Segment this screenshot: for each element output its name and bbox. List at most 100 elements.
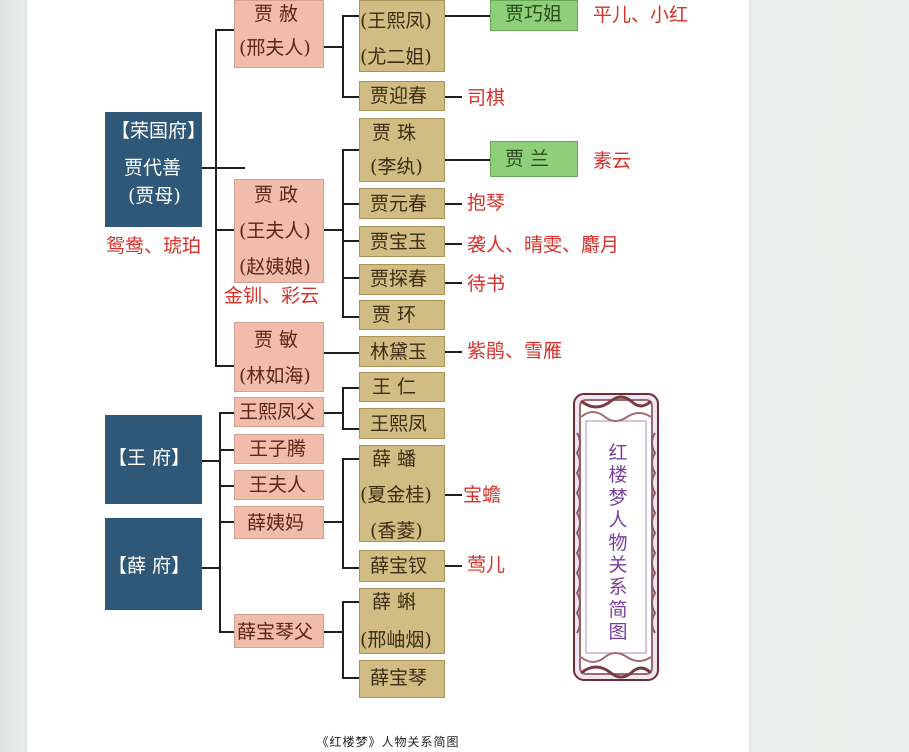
person-name: (贾母) <box>128 185 181 207</box>
person-name: 贾代善 <box>124 157 182 179</box>
connector-line <box>219 412 221 522</box>
connector-line <box>215 29 217 366</box>
connector-line <box>342 387 344 429</box>
servant-label: 平儿、小红 <box>593 4 689 26</box>
person-jia-lan: 贾 兰 <box>490 141 578 177</box>
connector-line <box>342 316 359 318</box>
person-lin-daiyu: 林黛玉 <box>359 336 445 367</box>
connector-line <box>445 96 462 98</box>
person-name: 薛 蝌 <box>372 591 417 613</box>
person-name: 王 仁 <box>372 376 417 398</box>
servant-label: 抱琴 <box>467 192 506 214</box>
person-name: 贾 兰 <box>505 148 550 170</box>
connector-line <box>219 449 234 451</box>
person-name: 贾元春 <box>370 193 428 215</box>
person-name: 薛 蟠 <box>372 448 417 470</box>
connector-line <box>445 351 462 353</box>
spouse-name: (赵姨娘) <box>239 256 311 278</box>
house-rongguo: 【荣国府】 贾代善 (贾母) <box>105 112 206 227</box>
connector-line <box>324 229 343 231</box>
person-jia-yingchun: 贾迎春 <box>359 81 445 111</box>
person-name: (王熙凤) <box>360 10 432 32</box>
person-wang-xifeng-you-erjie: (王熙凤) (尤二姐) <box>359 0 445 72</box>
title-card-frame <box>573 393 659 681</box>
connector-line <box>342 677 359 679</box>
person-jia-she: 贾 赦 (邢夫人) <box>234 0 324 68</box>
person-name: 王子腾 <box>249 438 307 460</box>
connector-line <box>219 485 234 487</box>
house-name: 【薛 府】 <box>108 555 191 577</box>
connector-line <box>342 428 359 430</box>
person-name: 贾巧姐 <box>505 3 563 25</box>
servant-label: 金钏、彩云 <box>224 285 320 307</box>
diagram-title: 红楼梦人物关系简图 <box>608 442 628 644</box>
spouse-name: (王夫人) <box>239 220 311 242</box>
person-xue-baoqin: 薛宝琴 <box>359 660 445 698</box>
person-name: 贾 珠 <box>372 122 417 144</box>
connector-line <box>342 601 359 603</box>
connector-line <box>342 567 359 569</box>
connector-line <box>202 460 220 462</box>
spouse-name: (林如海) <box>239 365 311 387</box>
servant-label: 鸳鸯、琥珀 <box>106 235 202 257</box>
person-jia-huan: 贾 环 <box>359 300 445 330</box>
connector-line <box>445 203 462 205</box>
house-name: 【王 府】 <box>108 447 191 469</box>
house-xue: 【薛 府】 <box>105 518 202 610</box>
spouse-name: (邢夫人) <box>239 37 311 59</box>
person-name: 贾宝玉 <box>370 231 428 253</box>
spouse-name: (李纨) <box>370 156 423 178</box>
connector-line <box>342 15 344 97</box>
servant-label: 司棋 <box>467 87 506 109</box>
connector-line <box>445 282 462 284</box>
person-jia-yuanchun: 贾元春 <box>359 188 445 219</box>
connector-line <box>215 29 234 31</box>
person-xue-baoqin-father: 薛宝琴父 <box>234 614 324 648</box>
spouse-name: (夏金桂) <box>360 484 432 506</box>
connector-line <box>219 412 234 414</box>
person-xue-ke: 薛 蝌 (邢岫烟) <box>359 588 445 654</box>
connector-line <box>342 203 359 205</box>
person-name: 贾 政 <box>254 184 299 206</box>
document-page: 【荣国府】 贾代善 (贾母) 【王 府】 【薛 府】 贾 赦 (邢夫人) 贾 政… <box>27 0 749 752</box>
servant-label: 待书 <box>467 273 506 295</box>
connector-line <box>342 387 359 389</box>
connector-line <box>215 365 234 367</box>
person-xue-baochai: 薛宝钗 <box>359 550 445 582</box>
connector-line <box>324 46 343 48</box>
connector-line <box>324 412 343 414</box>
connector-line <box>342 240 359 242</box>
person-name: 贾探春 <box>370 268 428 290</box>
servant-label: 宝蟾 <box>463 484 502 506</box>
person-jia-min: 贾 敏 (林如海) <box>234 322 324 392</box>
connector-line <box>342 458 359 460</box>
connector-line <box>202 567 220 569</box>
house-wang: 【王 府】 <box>105 415 202 504</box>
connector-line <box>324 352 359 354</box>
connector-line <box>445 494 462 496</box>
servant-label: 莺儿 <box>467 554 506 576</box>
person-xue-yima: 薛姨妈 <box>234 506 324 539</box>
spouse-name: (香菱) <box>370 520 423 542</box>
connector-line <box>342 277 359 279</box>
house-name: 【荣国府】 <box>111 120 207 142</box>
person-name: 贾迎春 <box>370 85 428 107</box>
person-name: (尤二姐) <box>360 46 432 68</box>
spouse-name: (邢岫烟) <box>360 629 432 651</box>
person-wang-ren: 王 仁 <box>359 372 445 402</box>
connector-line <box>342 458 344 568</box>
person-name: 林黛玉 <box>370 341 428 363</box>
connector-line <box>342 15 359 17</box>
connector-line <box>342 149 359 151</box>
person-jia-zheng: 贾 政 (王夫人) (赵姨娘) <box>234 179 324 283</box>
connector-line <box>445 159 490 161</box>
person-name: 薛姨妈 <box>247 512 305 534</box>
connector-line <box>342 96 359 98</box>
connector-line <box>324 521 343 523</box>
connector-line <box>219 521 221 632</box>
person-name: 王夫人 <box>249 474 307 496</box>
connector-line <box>445 565 462 567</box>
person-wang-ziteng: 王子腾 <box>234 434 324 464</box>
person-name: 王熙凤父 <box>239 401 316 423</box>
servant-label: 紫鹃、雪雁 <box>467 340 563 362</box>
